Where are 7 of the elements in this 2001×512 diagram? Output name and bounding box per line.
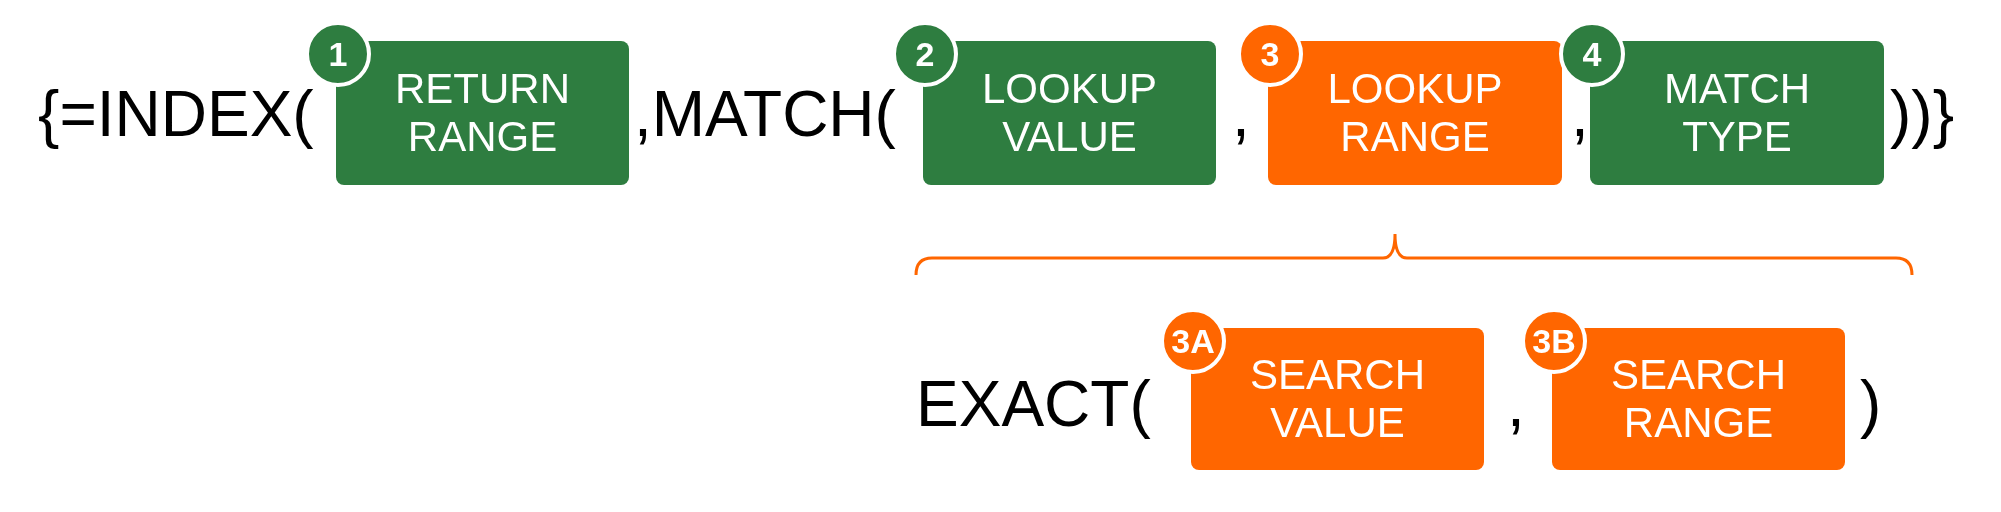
- argument-text: SEARCH VALUE: [1248, 350, 1426, 448]
- argument-text: MATCH TYPE: [1662, 64, 1812, 162]
- argument-text: SEARCH RANGE: [1609, 350, 1787, 448]
- argument-text: RETURN RANGE: [394, 64, 571, 162]
- formula-text: ,: [1507, 372, 1525, 436]
- argument-text: LOOKUP VALUE: [980, 64, 1159, 162]
- argument-text: LOOKUP RANGE: [1326, 64, 1504, 162]
